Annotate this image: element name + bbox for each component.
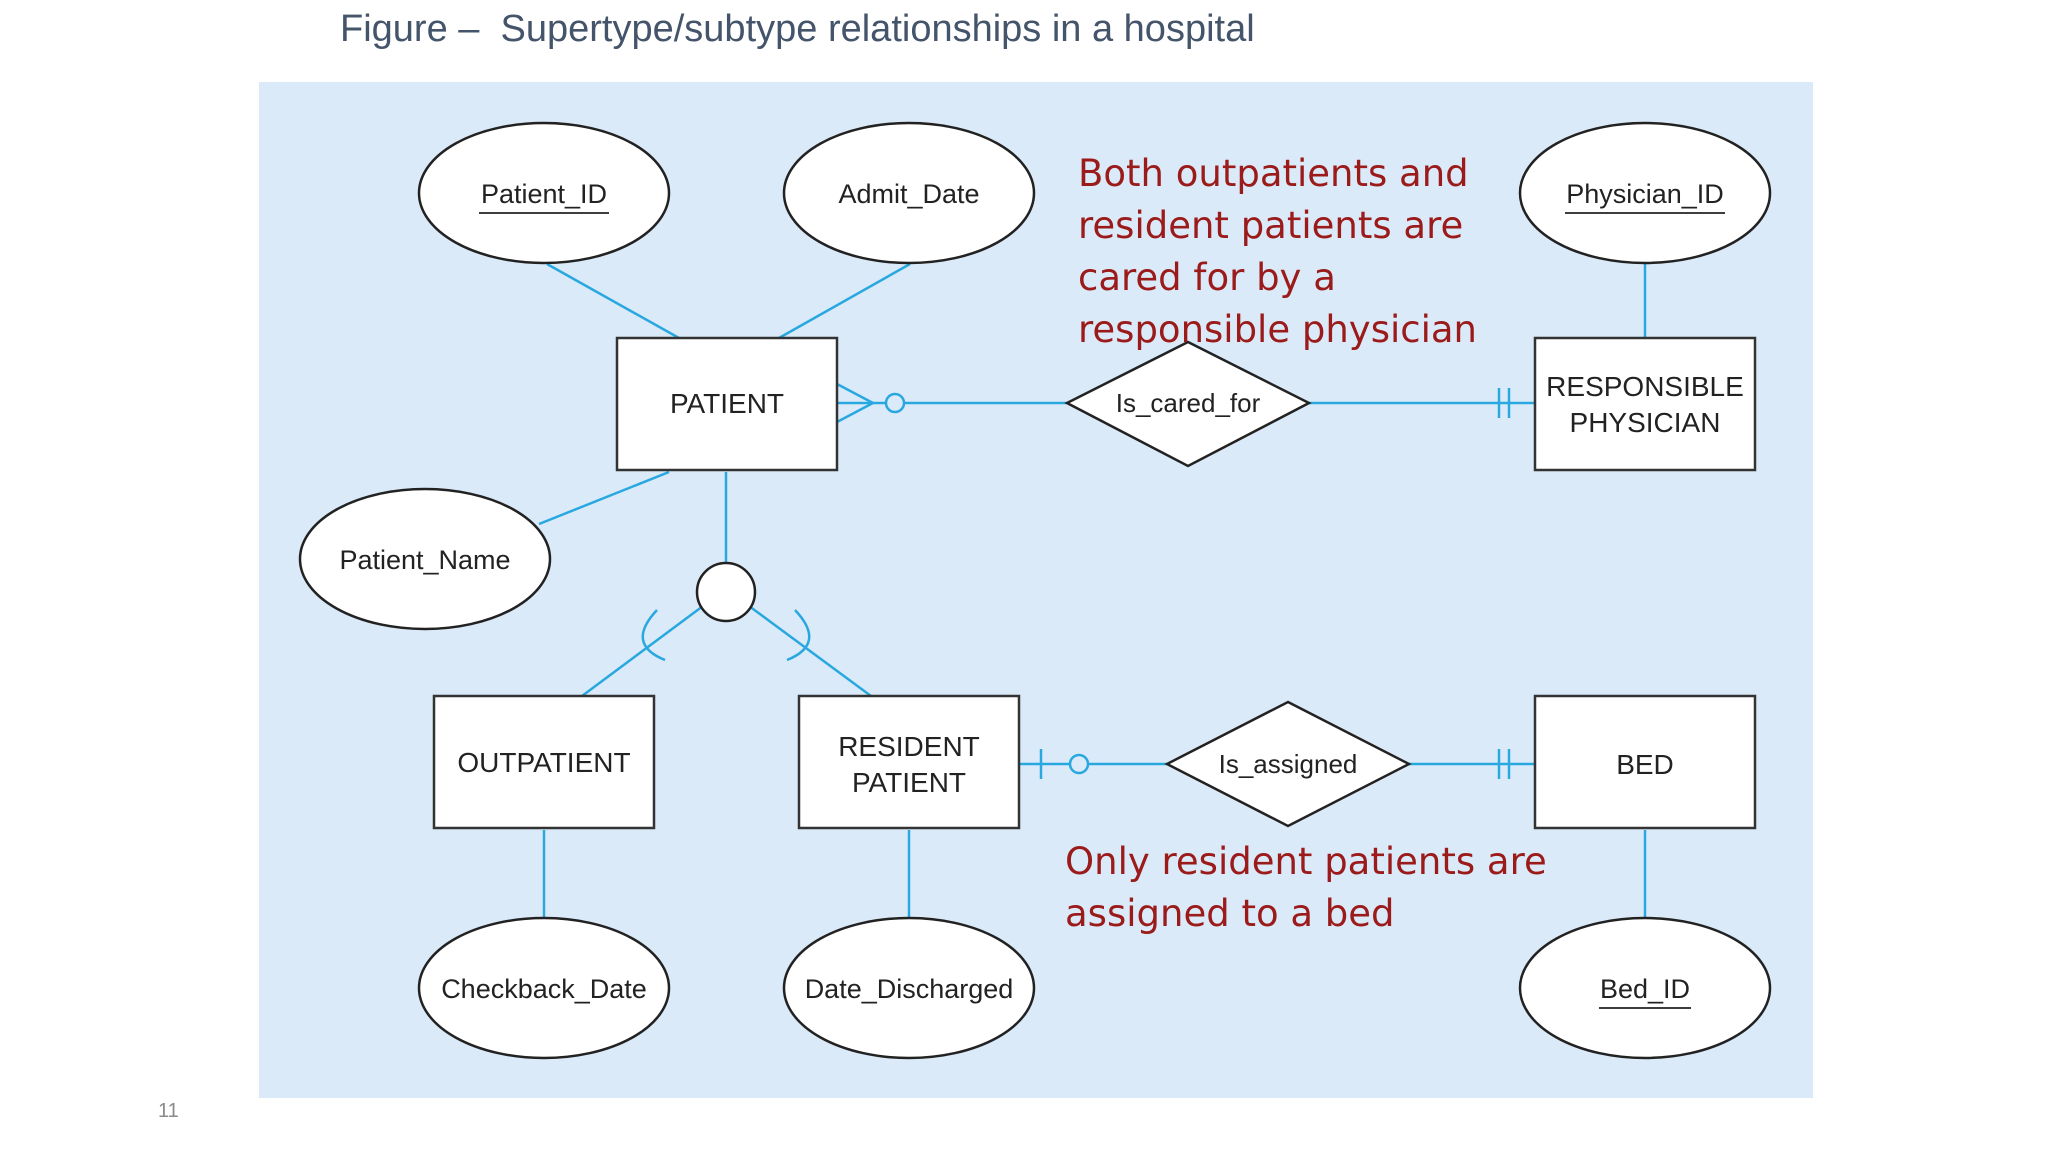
bed-label: BED (1616, 749, 1674, 780)
physician-note: Both outpatients and resident patients a… (1078, 148, 1477, 356)
line-patient-name (538, 470, 670, 526)
physician-note-line: resident patients are (1078, 204, 1464, 247)
connector-lines (538, 262, 1647, 918)
subset-arc-outpatient (641, 609, 666, 662)
responsible-physician-label-line1: RESPONSIBLE (1546, 371, 1744, 402)
cardinality-symbols (641, 382, 1511, 779)
line-circle-to-outpatient (581, 604, 704, 698)
entity-patient[interactable]: PATIENT (615, 336, 839, 472)
is-assigned-label: Is_assigned (1219, 749, 1358, 779)
patient-id-label: Patient_ID (481, 179, 607, 209)
bed-id-label: Bed_ID (1600, 974, 1690, 1004)
is-cared-for-label: Is_cared_for (1116, 388, 1261, 418)
outpatient-label: OUTPATIENT (457, 747, 630, 778)
line-admit-date (778, 262, 911, 340)
entity-outpatient[interactable]: OUTPATIENT (432, 694, 656, 830)
subset-arc-resident (786, 609, 811, 662)
relationship-is-cared-for[interactable]: Is_cared_for (1064, 340, 1312, 468)
er-diagram: Patient_ID Admit_Date Patient_Name Physi… (298, 121, 1772, 1060)
crows-foot-patient (836, 382, 876, 424)
subtype-circle (695, 561, 757, 623)
relationship-is-assigned[interactable]: Is_assigned (1164, 700, 1412, 828)
resident-patient-label-line2: PATIENT (852, 767, 966, 798)
admit-date-label: Admit_Date (838, 179, 979, 209)
patient-name-label: Patient_Name (339, 545, 510, 575)
physician-id-label: Physician_ID (1566, 179, 1724, 209)
checkback-date-label: Checkback_Date (441, 974, 647, 1004)
line-circle-to-resident (748, 604, 872, 698)
bed-note-line: assigned to a bed (1065, 892, 1395, 935)
attribute-date-discharged[interactable]: Date_Discharged (782, 916, 1036, 1060)
bed-note: Only resident patients are assigned to a… (1065, 836, 1547, 940)
attribute-patient-name[interactable]: Patient_Name (298, 487, 552, 631)
line-patient-id (546, 262, 680, 340)
attribute-bed-id[interactable]: Bed_ID (1518, 916, 1772, 1060)
physician-note-line: Both outpatients and (1078, 152, 1469, 195)
responsible-physician-label-line2: PHYSICIAN (1570, 407, 1721, 438)
resident-patient-label-line1: RESIDENT (838, 731, 980, 762)
physician-note-line: responsible physician (1078, 308, 1477, 351)
optional-circle-resident (1068, 753, 1090, 775)
attribute-patient-id[interactable]: Patient_ID (417, 121, 671, 265)
attribute-admit-date[interactable]: Admit_Date (782, 121, 1036, 265)
figure-title: Figure – Supertype/subtype relationships… (340, 8, 1255, 50)
patient-label: PATIENT (670, 388, 784, 419)
entity-responsible-physician[interactable]: RESPONSIBLE PHYSICIAN (1533, 336, 1757, 472)
physician-note-line: cared for by a (1078, 256, 1336, 299)
attribute-physician-id[interactable]: Physician_ID (1518, 121, 1772, 265)
date-discharged-label: Date_Discharged (805, 974, 1014, 1004)
entity-bed[interactable]: BED (1533, 694, 1757, 830)
optional-circle-patient (884, 392, 906, 414)
bed-note-line: Only resident patients are (1065, 840, 1547, 883)
attribute-checkback-date[interactable]: Checkback_Date (417, 916, 671, 1060)
entity-resident-patient[interactable]: RESIDENT PATIENT (797, 694, 1021, 830)
slide-number: 11 (158, 1100, 179, 1122)
